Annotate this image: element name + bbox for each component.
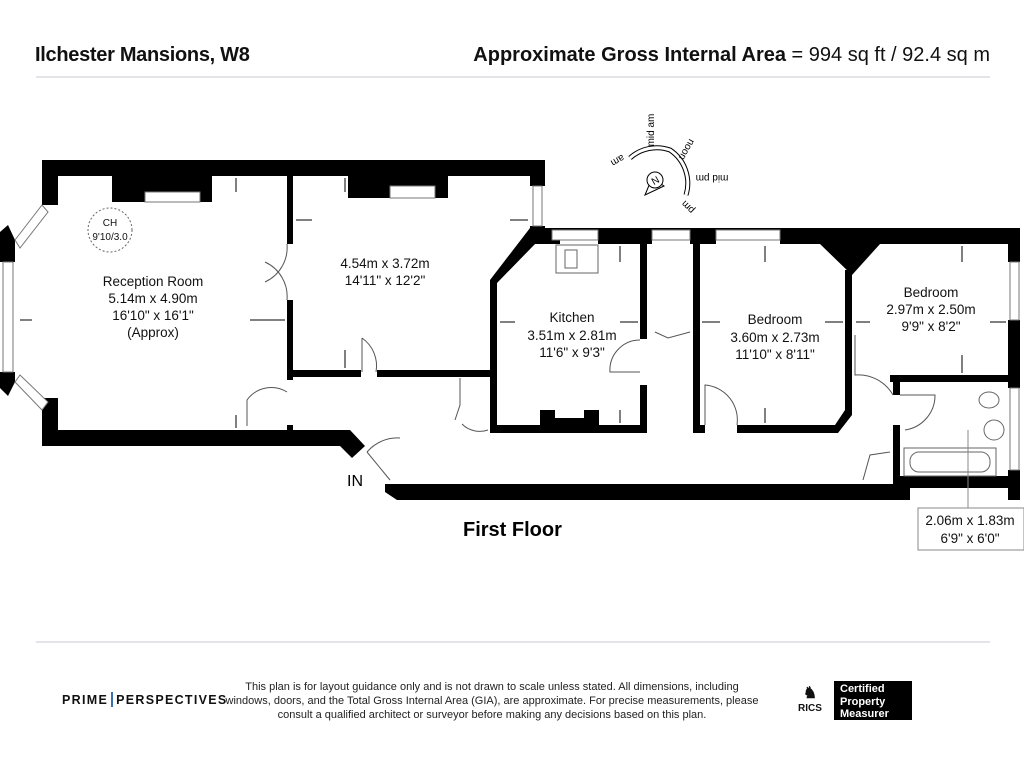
compass: N am mid am noon mid pm pm <box>609 114 729 216</box>
toilet-icon <box>978 391 1000 409</box>
kitchen-name: Kitchen <box>549 310 594 325</box>
walls <box>0 160 1020 500</box>
svg-text:mid am: mid am <box>646 114 657 147</box>
bathroom-dimension-box <box>917 507 1024 551</box>
svg-text:11'6" x 9'3": 11'6" x 9'3" <box>539 345 605 360</box>
svg-text:(Approx): (Approx) <box>127 325 179 340</box>
fixtures <box>87 207 1005 477</box>
svg-text:noon: noon <box>676 137 697 162</box>
compass-north-icon <box>646 171 664 189</box>
svg-text:3.60m x 2.73m: 3.60m x 2.73m <box>730 330 819 345</box>
property-title: Ilchester Mansions, W8 <box>35 44 250 66</box>
basin-icon <box>983 419 1005 441</box>
rics-logo: ♞RICS <box>793 685 827 714</box>
svg-text:pm: pm <box>680 198 698 216</box>
footer-divider <box>36 641 990 643</box>
disclaimer: This plan is for layout guidance only an… <box>225 681 759 721</box>
ch-circle <box>87 207 133 253</box>
svg-text:6'9" x 6'0": 6'9" x 6'0" <box>940 531 999 546</box>
rics-crest-icon: ♞ <box>802 685 818 702</box>
svg-text:N: N <box>650 175 662 188</box>
svg-text:4.54m x 3.72m: 4.54m x 3.72m <box>340 256 429 271</box>
windows <box>2 185 1020 471</box>
bedroom2-name: Bedroom <box>904 285 959 300</box>
svg-text:mid pm: mid pm <box>696 172 729 183</box>
svg-text:14'11" x 12'2": 14'11" x 12'2" <box>345 273 426 288</box>
doors <box>246 243 936 481</box>
svg-text:9'9" x 8'2": 9'9" x 8'2" <box>901 319 960 334</box>
area-label: Approximate Gross Internal Area <box>473 44 786 66</box>
area-value: = 994 sq ft / 92.4 sq m <box>791 44 990 66</box>
room-labels: CH 9'10/3.0 Reception Room 5.14m x 4.90m… <box>92 218 1024 551</box>
svg-text:16'10" x 16'1": 16'10" x 16'1" <box>112 308 194 323</box>
sink-icon <box>555 244 599 274</box>
header-divider <box>36 76 990 78</box>
bathtub-icon <box>903 447 997 477</box>
dimension-arrows <box>20 178 1006 508</box>
ch-label: CH <box>103 218 117 229</box>
bedroom1-name: Bedroom <box>748 312 803 327</box>
floor-label: First Floor <box>463 519 562 541</box>
svg-text:2.97m x 2.50m: 2.97m x 2.50m <box>886 302 975 317</box>
reception-name: Reception Room <box>103 274 204 289</box>
entrance-label: IN <box>347 473 363 490</box>
svg-text:2.06m x 1.83m: 2.06m x 1.83m <box>925 513 1014 528</box>
svg-text:3.51m x 2.81m: 3.51m x 2.81m <box>527 328 616 343</box>
svg-text:5.14m x 4.90m: 5.14m x 4.90m <box>108 291 197 306</box>
ch-value: 9'10/3.0 <box>92 232 128 243</box>
svg-text:11'10" x 8'11": 11'10" x 8'11" <box>735 347 815 362</box>
svg-text:am: am <box>609 152 627 168</box>
certified-badge: Certified Property Measurer <box>834 681 912 720</box>
gross-area: Approximate Gross Internal Area = 994 sq… <box>473 44 990 67</box>
